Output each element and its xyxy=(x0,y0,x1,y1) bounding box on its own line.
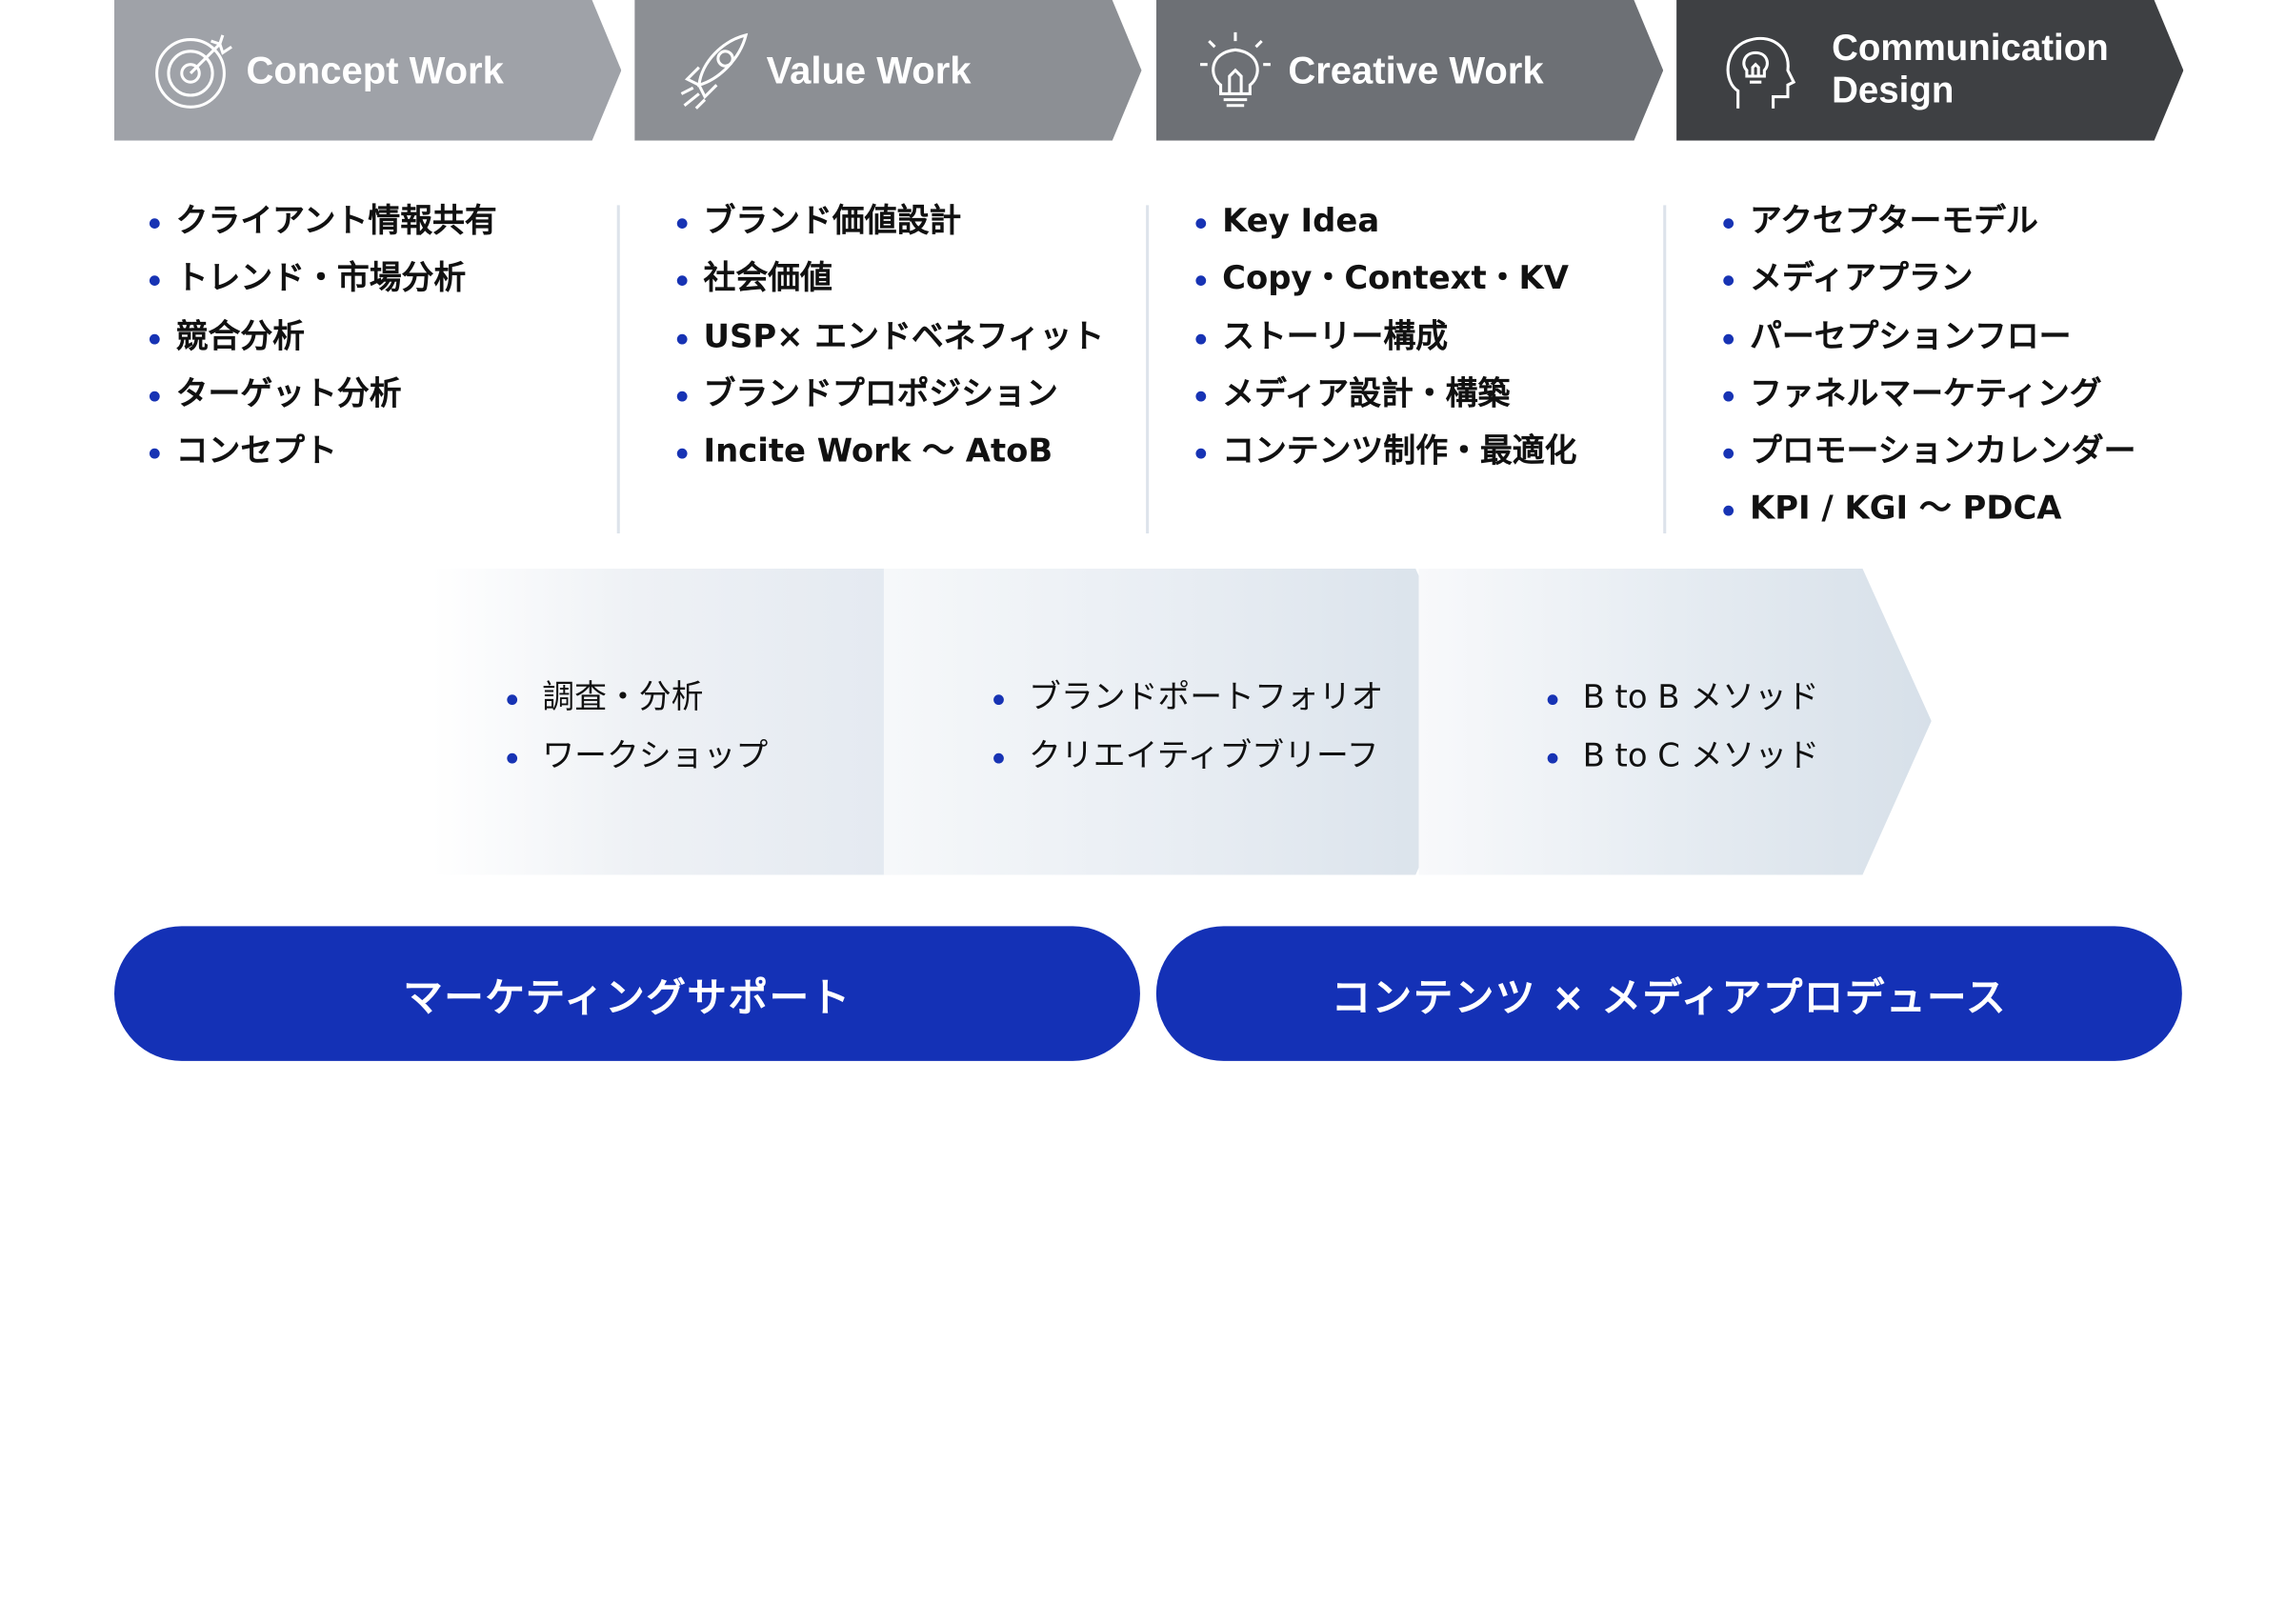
phase-concept-work: Concept Work xyxy=(114,0,622,141)
list-item: ファネルマーケティング xyxy=(1723,366,2136,423)
list-item: Incite Work 〜 AtoB xyxy=(676,424,1104,481)
list-item: 社会価値 xyxy=(676,251,1104,309)
list-item: アクセプターモデル xyxy=(1723,193,2136,251)
marketing-support-pill: マーケティングサポート xyxy=(114,926,1140,1061)
list-item: コンテンツ制作・最適化 xyxy=(1195,424,1576,481)
list-item: クライアント情報共有 xyxy=(149,193,497,251)
concept-work-list: クライアント情報共有 トレンド・市場分析 競合分析 ターゲット分析 コンセプト xyxy=(149,193,497,481)
list-item: コンセプト xyxy=(149,424,497,481)
phase-label: Communication Design xyxy=(1832,28,2109,111)
list-item: プロモーションカレンダー xyxy=(1723,424,2136,481)
list-item: ブランド価値設計 xyxy=(676,193,1104,251)
rocket-icon xyxy=(680,32,749,110)
list-item: Copy・Context・KV xyxy=(1195,251,1576,309)
list-item: KPI / KGI 〜 PDCA xyxy=(1723,481,2136,538)
phase-value-work: Value Work xyxy=(634,0,1142,141)
methods-arrow-1 xyxy=(431,568,941,875)
list-item: メディアプラン xyxy=(1723,251,2136,309)
methods-arrow-2 xyxy=(883,568,1483,875)
methods-arrow-3 xyxy=(1418,568,1932,875)
list-item: ストーリー構成 xyxy=(1195,309,1576,366)
lightbulb-icon xyxy=(1200,31,1271,108)
list-item: USP× エンドベネフィット xyxy=(676,309,1104,366)
phase-communication-design: Communication Design xyxy=(1676,0,2184,141)
method-item: 調査・分析 xyxy=(507,670,768,728)
method-item: クリエイティブブリーフ xyxy=(993,728,1383,786)
creative-work-list: Key Idea Copy・Context・KV ストーリー構成 メディア設計・… xyxy=(1195,193,1576,481)
list-item: Key Idea xyxy=(1195,193,1576,251)
list-item: 競合分析 xyxy=(149,309,497,366)
column-divider xyxy=(1146,205,1150,534)
list-item: メディア設計・構築 xyxy=(1195,366,1576,423)
phase-label: Concept Work xyxy=(246,48,504,92)
list-item: トレンド・市場分析 xyxy=(149,251,497,309)
column-divider xyxy=(1663,205,1667,534)
method-item: B to B メソッド xyxy=(1547,670,1819,728)
method-item: ブランドポートフォリオ xyxy=(993,670,1383,728)
methods-list-btob-btoc: B to B メソッド B to C メソッド xyxy=(1547,670,1819,786)
column-divider xyxy=(616,205,620,534)
phase-label: Value Work xyxy=(766,48,972,92)
list-item: パーセプションフロー xyxy=(1723,309,2136,366)
methods-list-brand: ブランドポートフォリオ クリエイティブブリーフ xyxy=(993,670,1383,786)
communication-design-list: アクセプターモデル メディアプラン パーセプションフロー ファネルマーケティング… xyxy=(1723,193,2136,539)
method-item: ワークショップ xyxy=(507,728,768,786)
list-item: ターゲット分析 xyxy=(149,366,497,423)
methods-list-research: 調査・分析 ワークショップ xyxy=(507,670,768,786)
phase-label: Creative Work xyxy=(1288,48,1544,92)
list-item: ブランドプロポジション xyxy=(676,366,1104,423)
target-icon xyxy=(155,34,232,109)
method-item: B to C メソッド xyxy=(1547,728,1819,786)
phase-creative-work: Creative Work xyxy=(1155,0,1664,141)
head-lightbulb-icon xyxy=(1726,36,1796,109)
content-media-produce-pill: コンテンツ × メディアプロデュース xyxy=(1155,926,2182,1061)
value-work-list: ブランド価値設計 社会価値 USP× エンドベネフィット ブランドプロポジション… xyxy=(676,193,1104,481)
